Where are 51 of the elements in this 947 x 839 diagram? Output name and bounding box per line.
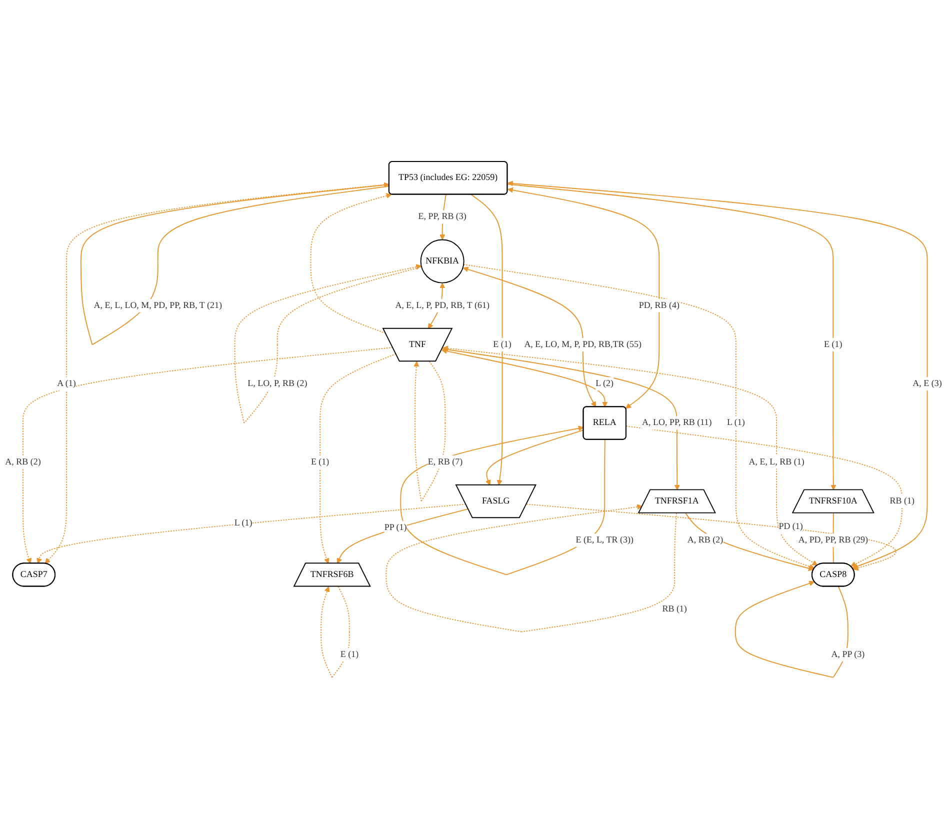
edge-label: E, PP, RB (3)	[418, 212, 466, 222]
arrow	[463, 264, 815, 570]
edge-label: A, LO, PP, RB (11)	[642, 418, 712, 428]
edge-label: A, PD, PP, RB (29)	[798, 536, 868, 546]
arrow	[526, 504, 896, 571]
edge-label: E (E, L, TR (3))	[576, 536, 634, 546]
arrow	[320, 353, 396, 564]
arrow	[414, 360, 446, 502]
edge-label: E (1)	[824, 340, 842, 350]
edge-label: PD, RB (4)	[638, 300, 680, 310]
node-circle: NFKBIA	[420, 239, 464, 284]
arrow	[442, 348, 680, 490]
edge-label: L, LO, P, RB (2)	[248, 379, 308, 389]
arrow	[442, 348, 608, 408]
edge-label: A, E, L, P, PD, RB, T (61)	[395, 300, 490, 310]
edge-label: E (1)	[310, 457, 330, 467]
edge-label: PP (1)	[384, 522, 407, 533]
arrow	[508, 187, 660, 409]
arrow	[508, 180, 928, 569]
edge-label: A, E, L, LO, M, PD, PP, RB, T (21)	[94, 300, 222, 310]
edge-label: RB (1)	[662, 604, 687, 614]
arrow	[310, 193, 392, 334]
edge-label: L (1)	[726, 418, 745, 428]
arrow	[336, 508, 469, 564]
arrow	[685, 512, 814, 572]
edge-label: A, RB (2)	[5, 457, 41, 467]
arrow	[22, 347, 394, 564]
edge-label: L (2)	[596, 379, 614, 389]
edge-label: A, E, L, RB (1)	[748, 457, 804, 467]
arrow	[462, 266, 596, 408]
edge-label: E (1)	[493, 340, 512, 350]
arrow	[470, 194, 503, 486]
arrow	[36, 504, 466, 564]
edge-label: RB (1)	[890, 496, 914, 506]
arrow	[44, 184, 390, 564]
edge-label: E, RB (7)	[428, 457, 463, 467]
edge-label: A, E (3)	[912, 379, 942, 389]
arrow	[320, 586, 350, 678]
arrow	[485, 430, 584, 486]
arrow	[386, 504, 678, 632]
arrow	[626, 426, 903, 567]
arrow	[507, 184, 836, 490]
edge-label: A, RB (2)	[687, 536, 724, 546]
edge-label: A (1)	[57, 379, 76, 389]
edge-label: E (1)	[340, 650, 359, 660]
edge-label: L (1)	[234, 518, 252, 528]
edge-label: A, E, LO, M, P, PD, RB,TR (55)	[524, 340, 642, 350]
arrow	[442, 346, 818, 566]
edge-label: PD (1)	[778, 522, 803, 532]
arrow	[234, 264, 422, 424]
edge-label: A, PP (3)	[831, 650, 865, 660]
